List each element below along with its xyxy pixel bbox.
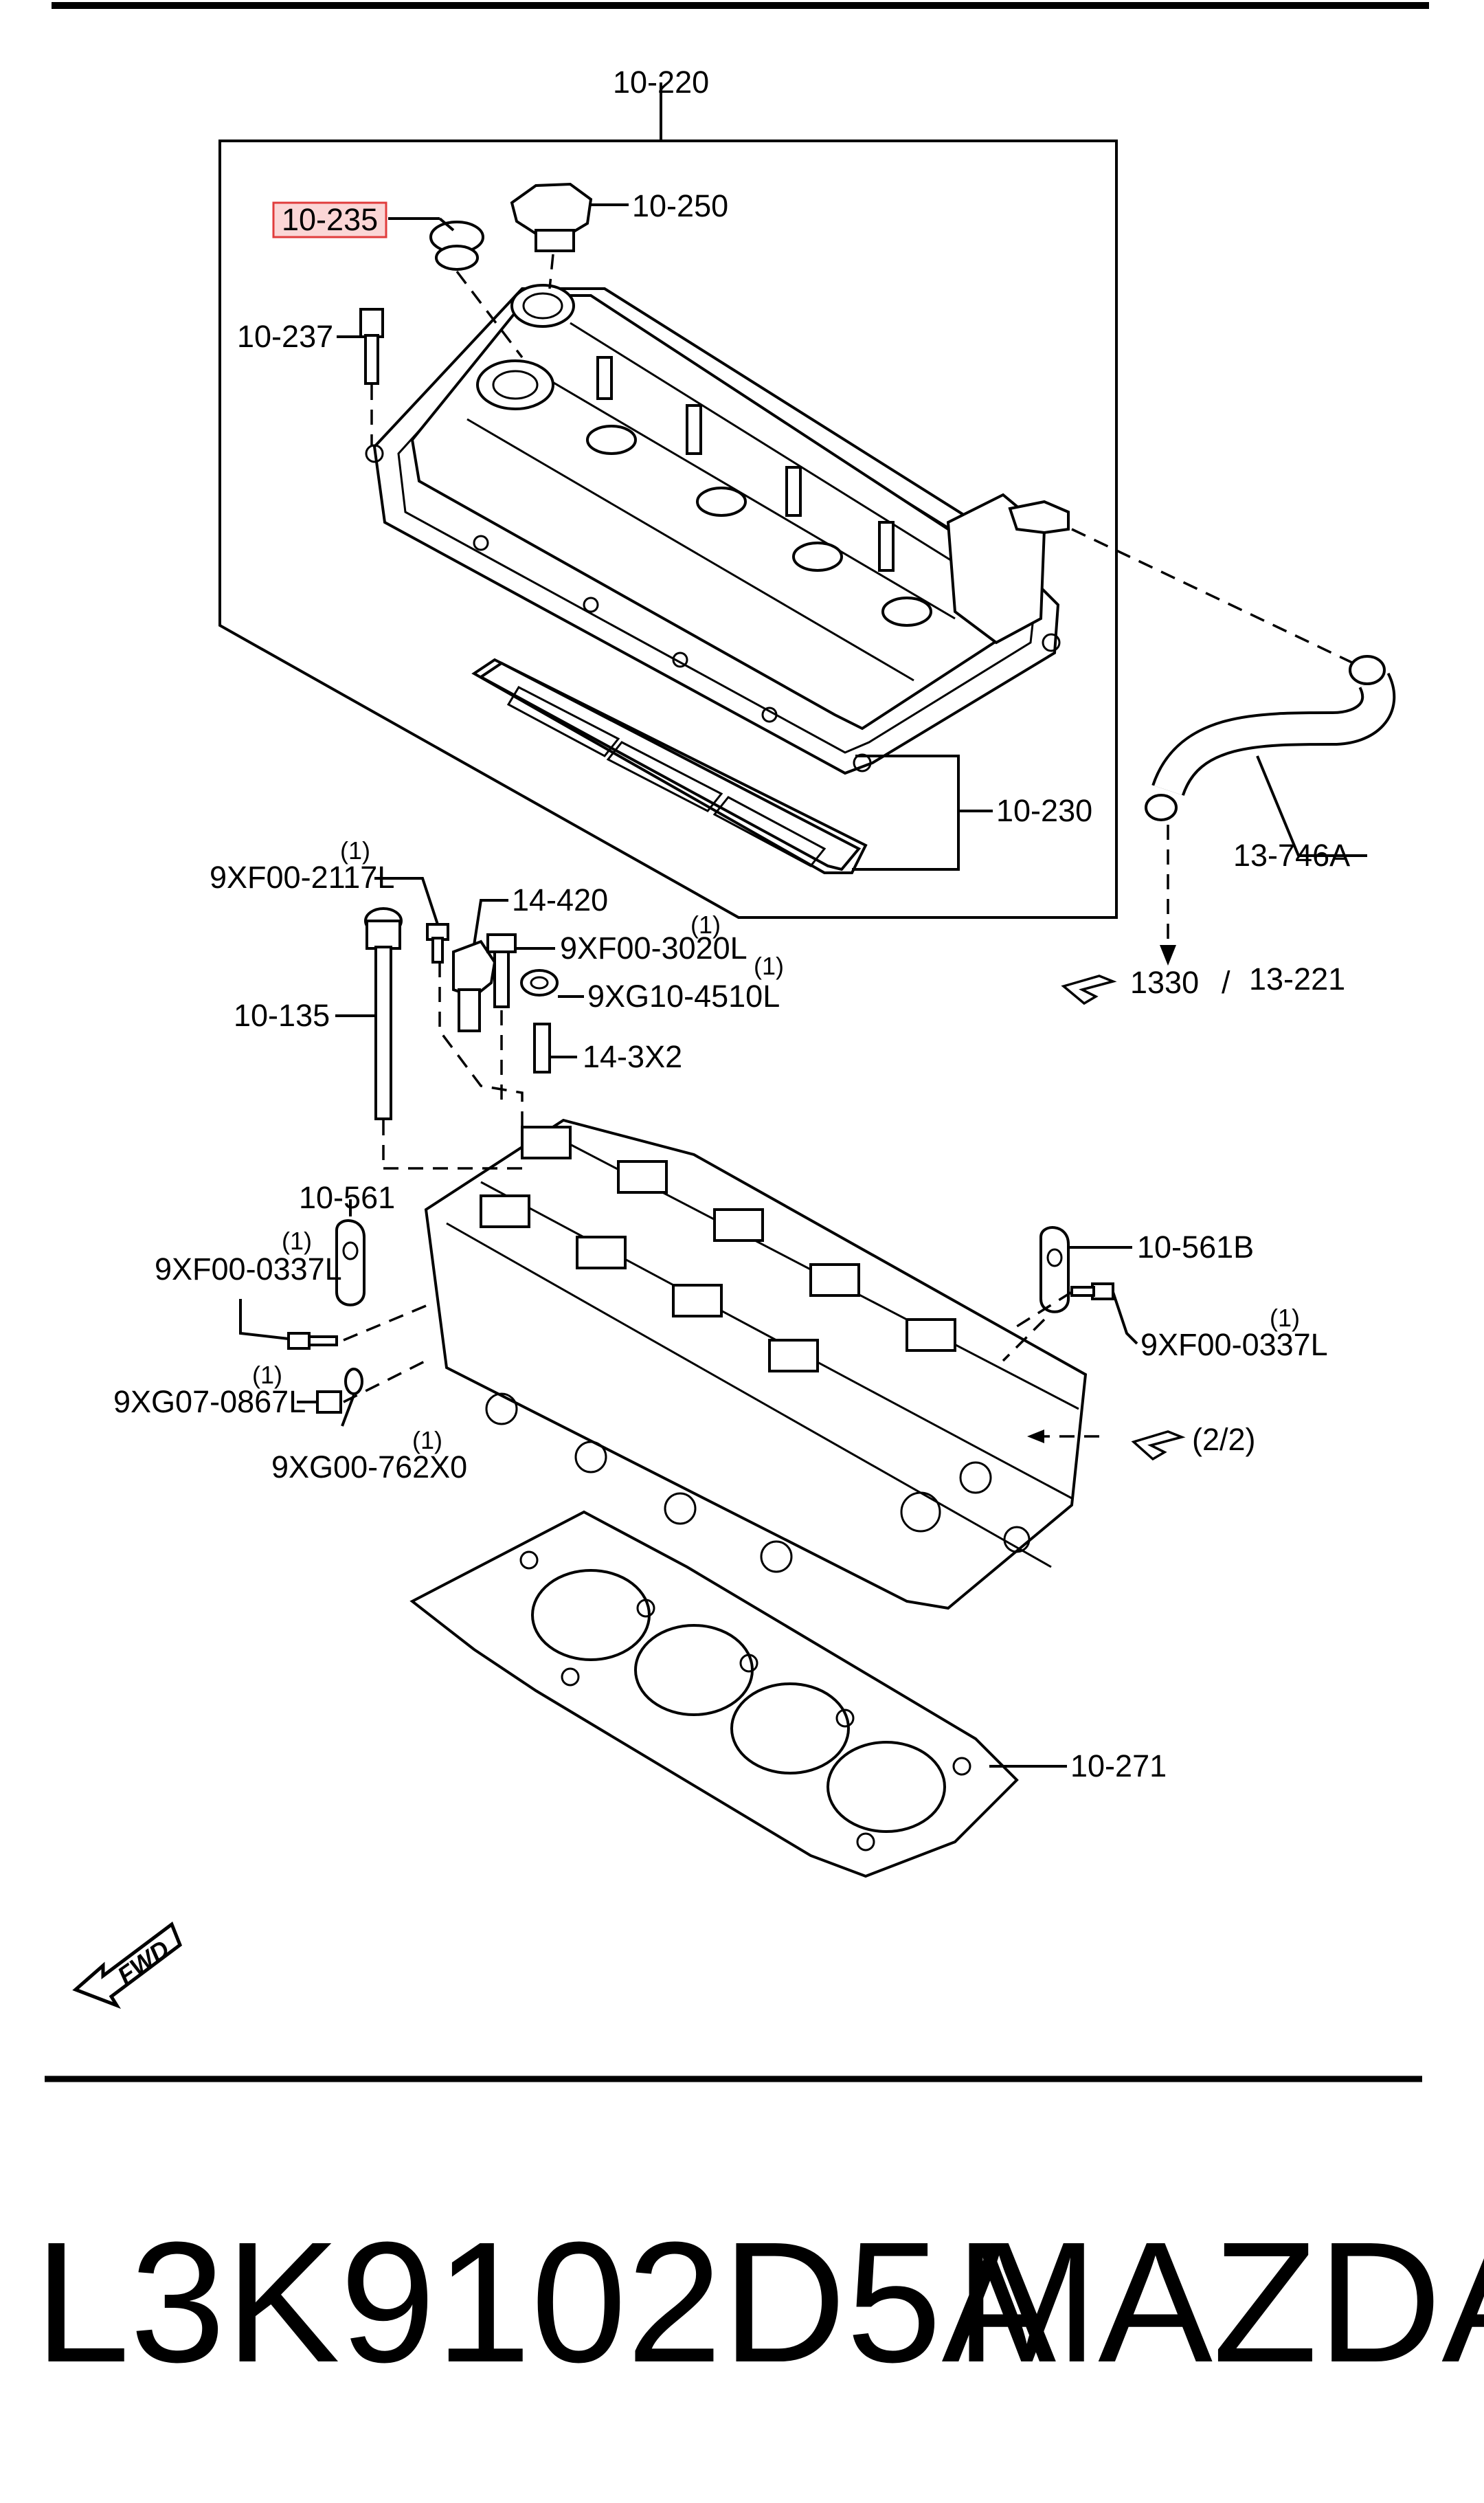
cylinder-head bbox=[424, 1118, 1088, 1610]
ref-2-2-callout: (2/2) bbox=[1131, 1422, 1256, 1461]
qty-9XF00-0337L-right: (1) bbox=[1270, 1304, 1300, 1332]
pointing-hand-icon-2 bbox=[1131, 1430, 1186, 1461]
label-10-250: 10-250 bbox=[632, 188, 728, 223]
filler-seal bbox=[429, 221, 484, 271]
ref-13-221: 13-221 bbox=[1249, 961, 1345, 997]
label-10-237: 10-237 bbox=[237, 319, 333, 354]
plug bbox=[316, 1390, 342, 1414]
brand-name: MAZDA bbox=[955, 2206, 1484, 2398]
oil-control-valve bbox=[452, 939, 497, 1032]
left-bolt bbox=[287, 1332, 338, 1350]
highlight-box bbox=[272, 201, 387, 238]
label-10-235: 10-235 bbox=[282, 202, 378, 237]
qty-9XF00-0337L-left: (1) bbox=[282, 1227, 312, 1255]
head-bolt bbox=[364, 907, 403, 1120]
outlet-gasket-right bbox=[1039, 1226, 1070, 1313]
ref-arrow bbox=[1027, 1430, 1044, 1443]
ref-2-2: (2/2) bbox=[1192, 1422, 1256, 1457]
oil-cap bbox=[510, 182, 593, 252]
label-10-230: 10-230 bbox=[996, 793, 1092, 828]
flow-arrow bbox=[1160, 945, 1176, 966]
label-13-746A: 13-746A bbox=[1233, 838, 1350, 873]
label-9XG07-0867L: 9XG07-0867L bbox=[113, 1384, 306, 1419]
label-14-420: 14-420 bbox=[512, 882, 608, 917]
qty-9XF00-3020L: (1) bbox=[690, 911, 721, 939]
plug-washer bbox=[344, 1368, 363, 1395]
cover-bolt bbox=[359, 308, 384, 385]
pcv-hose bbox=[1145, 655, 1396, 821]
right-bolt bbox=[1070, 1282, 1114, 1300]
label-10-561B: 10-561B bbox=[1137, 1230, 1254, 1265]
qty-9XG10-4510L: (1) bbox=[754, 952, 784, 980]
qty-9XG00-762X0: (1) bbox=[412, 1426, 442, 1454]
label-9XF00-3020L: 9XF00-3020L bbox=[560, 931, 747, 966]
label-9XG10-4510L: 9XG10-4510L bbox=[587, 979, 780, 1014]
cover-gasket bbox=[471, 658, 868, 874]
qty-9XF00-2117L: (1) bbox=[340, 836, 370, 865]
label-9XF00-0337L-right: 9XF00-0337L bbox=[1140, 1327, 1328, 1362]
label-10-135: 10-135 bbox=[234, 998, 330, 1033]
head-gasket bbox=[409, 1510, 1019, 1878]
ref-1330: 1330 bbox=[1130, 965, 1199, 1000]
ref-1330-callout: 1330 / 13-221 bbox=[1061, 961, 1345, 1005]
valve-cover bbox=[365, 284, 1070, 775]
cover-group-box bbox=[218, 140, 1118, 919]
oil-filter-screen bbox=[533, 1023, 551, 1073]
label-9XF00-0337L-left: 9XF00-0337L bbox=[155, 1252, 342, 1287]
ocv-bolt bbox=[486, 933, 517, 1008]
footer: L3K9102D5A MAZDA bbox=[0, 2199, 1484, 2405]
part-number: L3K9102D5A bbox=[34, 2206, 1057, 2398]
label-10-220: 10-220 bbox=[613, 65, 709, 100]
pointing-hand-icon bbox=[1061, 975, 1117, 1005]
label-10-271: 10-271 bbox=[1070, 1748, 1167, 1783]
label-10-561: 10-561 bbox=[299, 1180, 395, 1215]
fwd-arrow-icon: FWD bbox=[72, 1922, 183, 2009]
label-14-3X2: 14-3X2 bbox=[583, 1039, 682, 1074]
label-9XG00-762X0: 9XG00-762X0 bbox=[271, 1449, 467, 1484]
outlet-gasket-left bbox=[335, 1219, 366, 1306]
washer bbox=[520, 969, 559, 997]
qty-9XG07-0867L: (1) bbox=[252, 1361, 282, 1389]
ref-slash: / bbox=[1222, 965, 1230, 1000]
label-9XF00-2117L: 9XF00-2117L bbox=[210, 860, 394, 895]
small-bolt bbox=[426, 923, 449, 964]
